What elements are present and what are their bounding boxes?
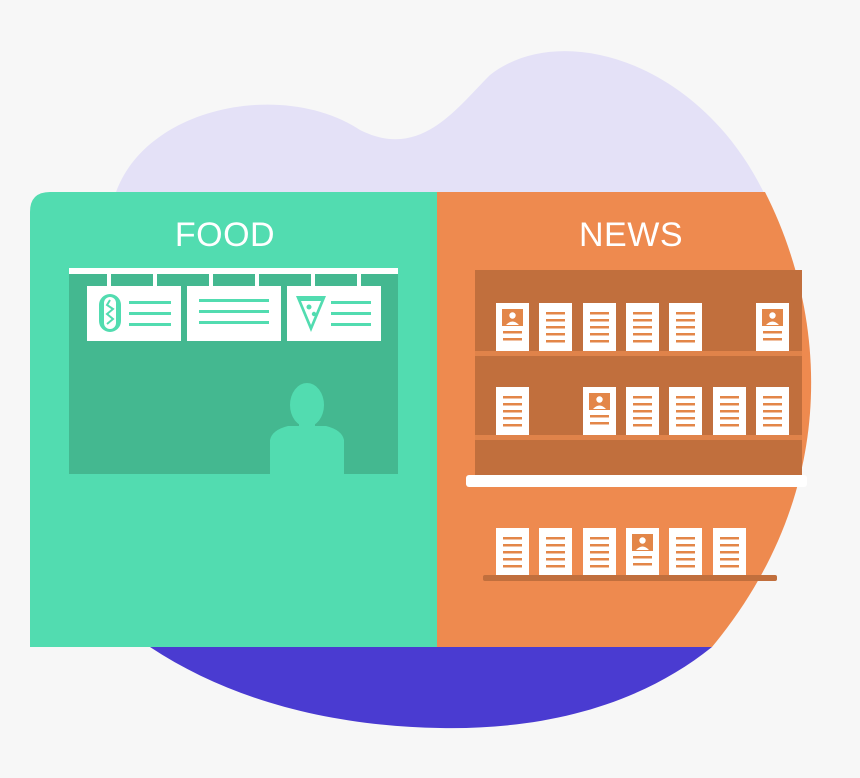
menu-board-hotdog [87,286,181,341]
news-stall-title: NEWS [579,216,683,254]
menu-rail [69,268,398,274]
vendor-person-icon [270,383,344,474]
food-stall: FOOD [30,192,437,647]
news-stall: NEWS [437,192,812,647]
menu-hangers [107,272,361,286]
news-shelving-unit [475,270,802,480]
lower-rack-ledge [483,575,777,581]
menu-board-pizza [287,286,381,341]
shelf-divider-2 [475,435,802,440]
pizza-slice-icon [296,296,326,332]
shelf-divider-1 [475,351,802,356]
hotdog-icon [99,294,121,332]
background-blob-top [115,51,765,195]
shelf-base [466,475,807,487]
background-blob-bottom [150,647,712,729]
menu-board-list [187,286,281,341]
food-stall-title: FOOD [175,216,275,254]
